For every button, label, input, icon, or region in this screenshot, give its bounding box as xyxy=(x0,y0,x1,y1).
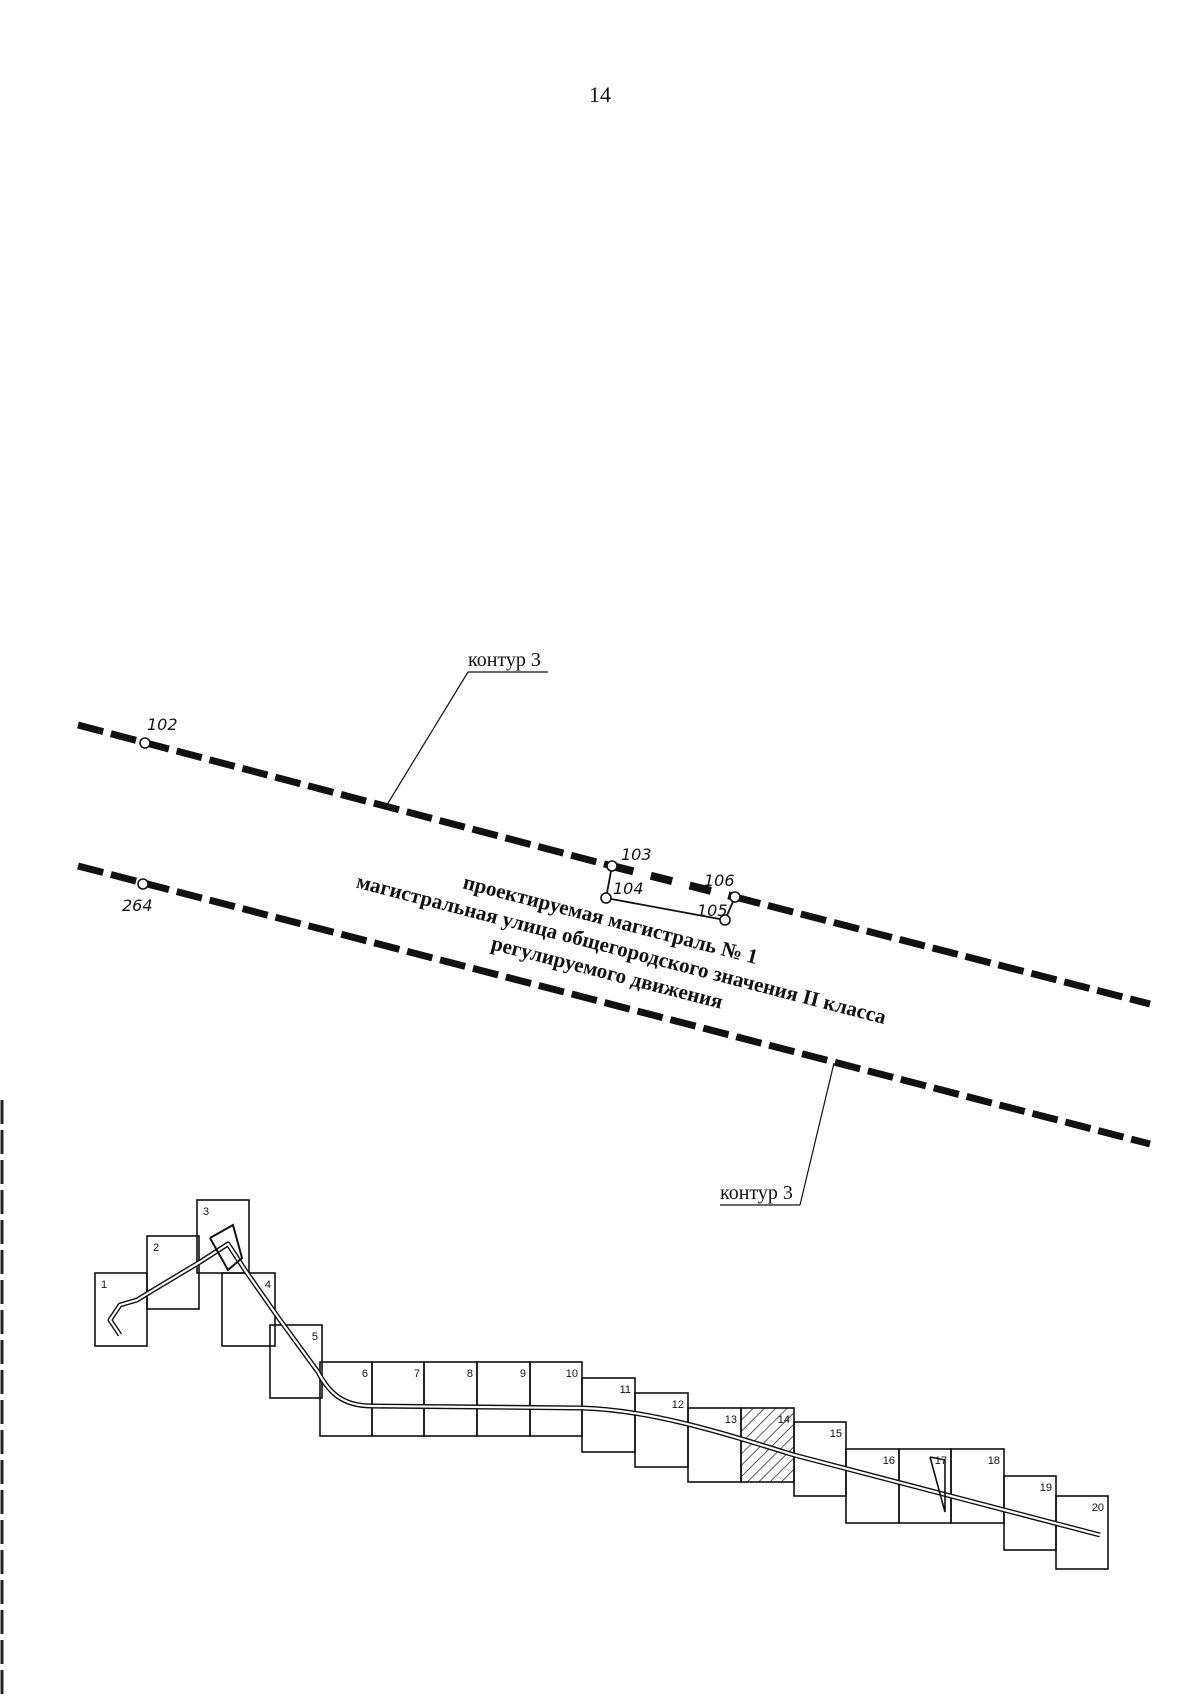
sheet-number-5: 5 xyxy=(312,1331,318,1343)
point-105-label: 105 xyxy=(697,901,728,920)
street-label: проектируемая магистраль № 1 магистральн… xyxy=(354,869,889,1029)
callout-bottom-text: контур 3 xyxy=(720,1182,793,1204)
point-104-label: 104 xyxy=(613,879,644,898)
point-264-label: 264 xyxy=(122,896,153,915)
parcel-outline-sheet-3 xyxy=(209,1223,244,1272)
notch-outline xyxy=(604,865,736,922)
boundary-points xyxy=(137,737,741,926)
sheet-number-11: 11 xyxy=(620,1384,631,1396)
sheet-number-10: 10 xyxy=(566,1368,578,1380)
point-103-label: 103 xyxy=(621,845,652,864)
sheet-number-9: 9 xyxy=(520,1368,526,1380)
sheet-number-3: 3 xyxy=(203,1206,209,1218)
point-105-marker xyxy=(719,914,731,926)
parcel-outline-sheet-17 xyxy=(929,1456,946,1513)
sheet-number-8: 8 xyxy=(467,1368,473,1380)
point-106-label: 106 xyxy=(704,871,735,890)
sheet-frame-20 xyxy=(1055,1495,1109,1570)
point-106-marker xyxy=(729,891,741,903)
point-264-marker xyxy=(137,878,149,890)
callout-top-text: контур 3 xyxy=(468,649,541,671)
callout-top: контур 3 xyxy=(384,649,548,809)
sheet-number-4: 4 xyxy=(265,1279,271,1291)
point-104-marker xyxy=(600,892,612,904)
corridor-inner xyxy=(108,1242,1101,1537)
boundary-lower xyxy=(77,862,1151,1148)
sheet-number-13: 13 xyxy=(725,1414,737,1426)
point-102-label: 102 xyxy=(147,715,178,734)
sheet-number-1: 1 xyxy=(101,1279,107,1291)
boundary-upper xyxy=(77,721,1151,1008)
sheet-number-14: 14 xyxy=(778,1414,790,1426)
point-103-marker xyxy=(606,860,618,872)
sheet-number-18: 18 xyxy=(988,1455,1000,1467)
sheet-number-20: 20 xyxy=(1092,1502,1104,1514)
page-number: 14 xyxy=(589,82,611,107)
sheet-number-2: 2 xyxy=(153,1242,159,1254)
sheet-number-15: 15 xyxy=(830,1428,842,1440)
sheet-number-12: 12 xyxy=(672,1399,684,1411)
sheet-number-7: 7 xyxy=(414,1368,420,1380)
sheet-number-6: 6 xyxy=(362,1368,368,1380)
point-102-marker xyxy=(139,737,151,749)
callout-bottom: контур 3 xyxy=(720,1062,835,1206)
sheet-number-16: 16 xyxy=(883,1455,895,1467)
sheet-number-19: 19 xyxy=(1040,1482,1052,1494)
